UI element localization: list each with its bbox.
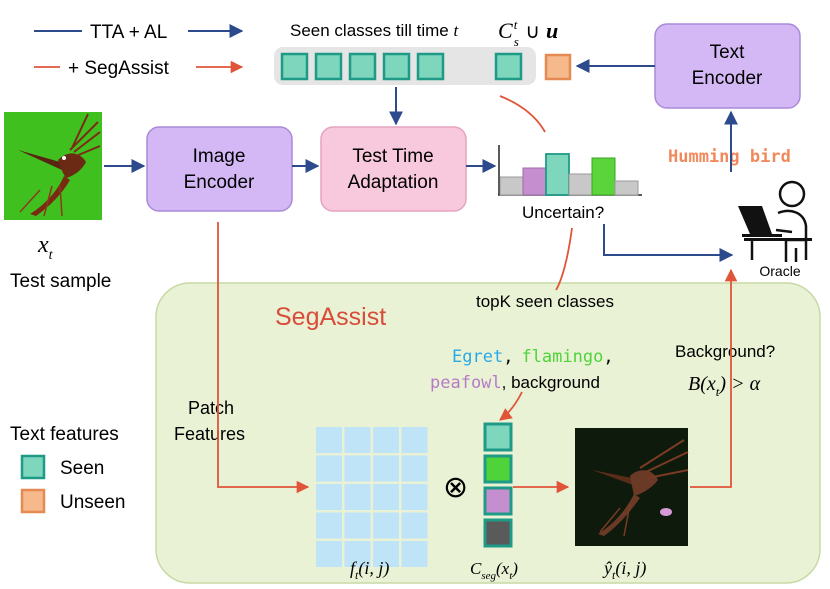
arrow-classes-to-column [498, 391, 523, 421]
text-encoder-label-2: Encoder [692, 68, 763, 89]
segassist-title: SegAssist [275, 303, 386, 331]
text-encoder-box [654, 23, 801, 109]
arrow-strip-to-histogram [499, 95, 546, 133]
segmentation-output-image [575, 428, 689, 546]
seen-class-cell [314, 52, 343, 81]
background-question: Background? [675, 342, 775, 361]
class-list-line-1: Egret,flamingo, [452, 347, 614, 367]
tta-label-1: Test Time [352, 146, 433, 167]
patch-features-label-2: Features [174, 424, 245, 444]
patch-features-label-1: Patch [188, 398, 234, 418]
background-expression: B(xt) > α [688, 373, 761, 399]
test-sample-label: Test sample [10, 271, 111, 292]
oracle-label: Oracle [759, 263, 800, 279]
union-expression: Cst∪u [498, 17, 558, 49]
test-sample-image [4, 112, 102, 220]
image-encoder-label-1: Image [193, 146, 246, 167]
tta-box [320, 126, 467, 212]
class-list-line-2: peafowl, background [430, 373, 600, 393]
seen-class-cell [416, 52, 445, 81]
legend-tta-al: TTA + AL [90, 22, 167, 43]
oracle-icon [738, 180, 812, 262]
arrow-histogram-to-topk [555, 227, 573, 291]
formula-patch-features: ft(i, j) [350, 558, 389, 582]
arrow-uncertain-to-oracle [603, 224, 734, 262]
patch-feature-grid [316, 427, 428, 567]
text-encoder-label-1: Text [710, 42, 746, 63]
seen-swatch [20, 454, 46, 480]
otimes-symbol: ⊗ [443, 471, 468, 504]
tta-label-2: Adaptation [348, 172, 439, 193]
seen-class-cell [348, 52, 377, 81]
class-feature-column [483, 422, 513, 548]
unseen-legend-label: Unseen [60, 492, 126, 513]
uncertain-label: Uncertain? [522, 203, 604, 222]
image-encoder-box [146, 126, 293, 212]
seen-classes-title: Seen classes till time t [290, 21, 459, 40]
unseen-swatch [20, 488, 46, 514]
formula-class-features: Cseg(xt) [470, 559, 518, 582]
seen-class-cell [382, 52, 411, 81]
test-sample-symbol: xt [37, 232, 54, 263]
unseen-class-cell [544, 53, 572, 81]
seen-class-cells [280, 52, 523, 81]
humming-bird-label: Humming bird [668, 147, 791, 167]
image-encoder-label-2: Encoder [184, 172, 255, 193]
legend-segassist: + SegAssist [68, 58, 170, 79]
seen-class-cell [280, 52, 309, 81]
arrow-background-to-oracle [690, 268, 738, 488]
seen-class-cell [494, 52, 523, 81]
formula-segmentation: ŷt(i, j) [602, 558, 646, 582]
uncertainty-histogram [498, 145, 642, 196]
seen-legend-label: Seen [60, 458, 104, 479]
text-features-title: Text features [10, 424, 119, 445]
topk-label: topK seen classes [476, 292, 614, 311]
arrow-patch-features [217, 222, 310, 494]
